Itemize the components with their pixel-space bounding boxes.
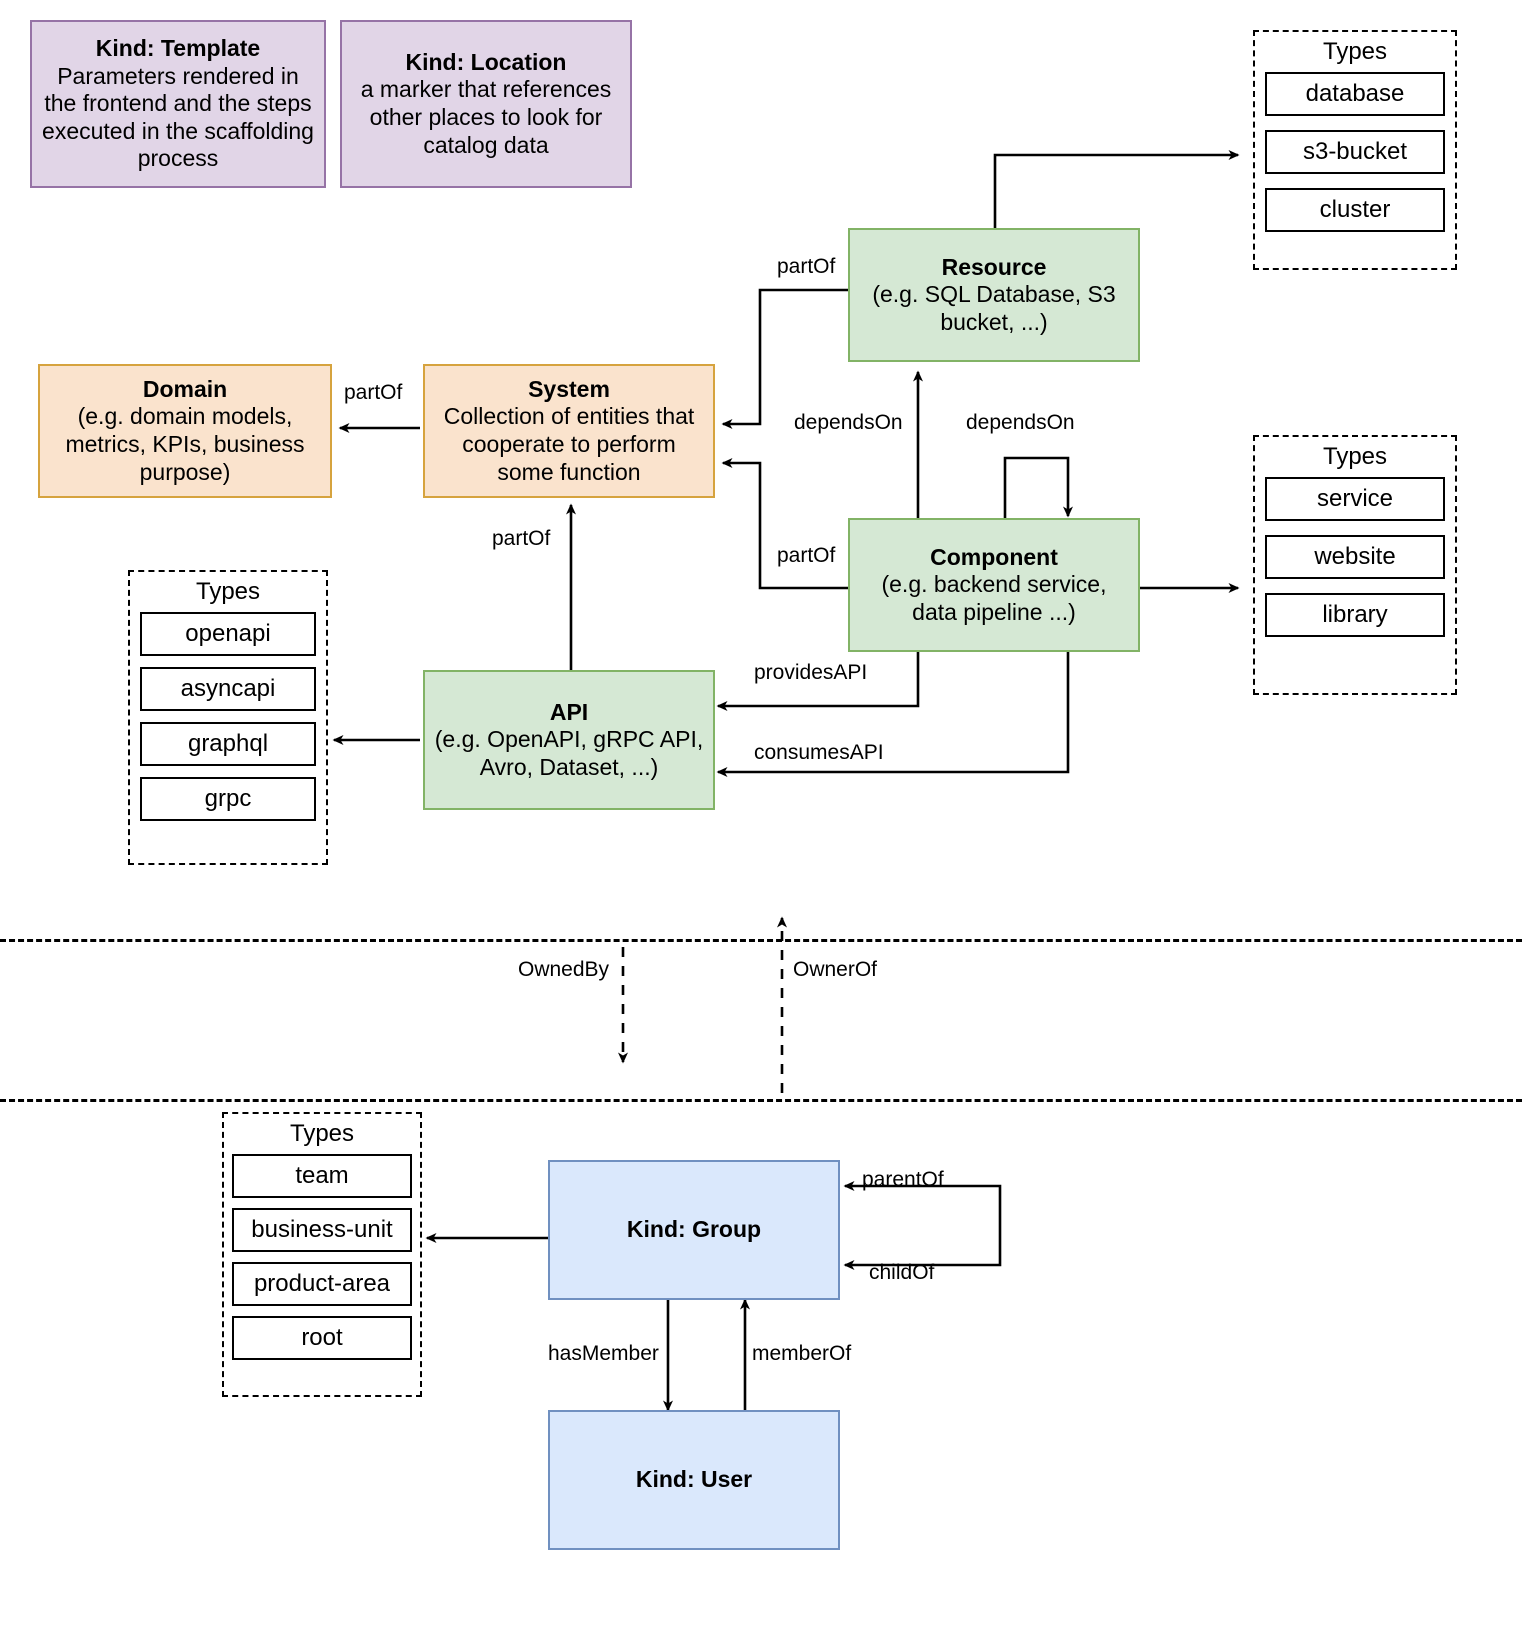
- node-component-desc: (e.g. backend service, data pipeline ...…: [881, 571, 1107, 625]
- typebox-component-list: service website library: [1255, 477, 1455, 647]
- swimlane-divider-top: [0, 939, 1522, 942]
- node-system-desc: Collection of entities that cooperate to…: [443, 403, 695, 485]
- node-kind-location-desc: a marker that references other places to…: [360, 76, 612, 158]
- node-kind-location-title: Kind: Location: [405, 48, 567, 75]
- typebox-resource-list: database s3-bucket cluster: [1255, 72, 1455, 242]
- typebox-group-list: team business-unit product-area root: [224, 1154, 420, 1368]
- edge-group-parentof: [843, 1181, 1002, 1232]
- edge-label-component-consumesapi: consumesAPI: [754, 741, 884, 764]
- edge-label-ownedby: OwnedBy: [518, 958, 610, 981]
- type-chip-business-unit[interactable]: business-unit: [232, 1208, 412, 1252]
- node-resource-title: Resource: [941, 253, 1047, 280]
- typebox-group-legend: Types: [289, 1120, 355, 1147]
- edge-label-component-partof-system: partOf: [777, 544, 836, 567]
- typebox-component-types: Types service website library: [1253, 435, 1457, 695]
- edge-label-component-dependson-resource: dependsOn: [794, 411, 903, 434]
- node-kind-location[interactable]: Kind: Location a marker that references …: [340, 20, 632, 188]
- node-kind-group[interactable]: Kind: Group: [548, 1160, 840, 1300]
- type-chip-grpc[interactable]: grpc: [140, 777, 316, 821]
- node-kind-template-desc: Parameters rendered in the frontend and …: [42, 62, 314, 172]
- node-kind-template[interactable]: Kind: Template Parameters rendered in th…: [30, 20, 326, 188]
- type-chip-product-area[interactable]: product-area: [232, 1262, 412, 1306]
- node-component[interactable]: Component (e.g. backend service, data pi…: [848, 518, 1140, 652]
- edge-component-partof-system: [721, 458, 848, 590]
- node-api[interactable]: API (e.g. OpenAPI, gRPC API, Avro, Datas…: [423, 670, 715, 810]
- type-chip-openapi[interactable]: openapi: [140, 612, 316, 656]
- type-chip-graphql[interactable]: graphql: [140, 722, 316, 766]
- typebox-component-legend: Types: [1322, 443, 1388, 470]
- node-resource-desc: (e.g. SQL Database, S3 bucket, ...): [872, 281, 1116, 335]
- edge-label-resource-partof-system: partOf: [777, 255, 836, 278]
- edge-label-user-memberof: memberOf: [752, 1342, 852, 1365]
- edge-component-dependson-component: [1003, 456, 1073, 518]
- node-system-title: System: [528, 375, 610, 402]
- type-chip-team[interactable]: team: [232, 1154, 412, 1198]
- edge-resource-to-types: [993, 150, 1240, 230]
- type-chip-asyncapi[interactable]: asyncapi: [140, 667, 316, 711]
- node-kind-user-title: Kind: User: [635, 1466, 753, 1493]
- node-system[interactable]: System Collection of entities that coope…: [423, 364, 715, 498]
- type-chip-library[interactable]: library: [1265, 593, 1445, 637]
- swimlane-divider-bottom: [0, 1099, 1522, 1102]
- typebox-api-list: openapi asyncapi graphql grpc: [130, 612, 326, 831]
- edge-label-api-partof-system: partOf: [492, 527, 551, 550]
- typebox-resource-types: Types database s3-bucket cluster: [1253, 30, 1457, 270]
- node-domain[interactable]: Domain (e.g. domain models, metrics, KPI…: [38, 364, 332, 498]
- node-kind-template-title: Kind: Template: [95, 35, 261, 62]
- typebox-resource-legend: Types: [1322, 38, 1388, 65]
- type-chip-root[interactable]: root: [232, 1316, 412, 1360]
- node-component-title: Component: [930, 543, 1058, 570]
- edge-label-system-partof-domain: partOf: [344, 381, 403, 404]
- type-chip-service[interactable]: service: [1265, 477, 1445, 521]
- node-domain-desc: (e.g. domain models, metrics, KPIs, busi…: [65, 403, 305, 485]
- edge-label-ownerof: OwnerOf: [793, 958, 878, 981]
- node-api-desc: (e.g. OpenAPI, gRPC API, Avro, Dataset, …: [434, 726, 704, 780]
- node-domain-title: Domain: [142, 375, 228, 402]
- type-chip-s3-bucket[interactable]: s3-bucket: [1265, 130, 1445, 174]
- edge-label-group-hasmember: hasMember: [548, 1342, 659, 1365]
- node-resource[interactable]: Resource (e.g. SQL Database, S3 bucket, …: [848, 228, 1140, 362]
- edge-resource-partof-system: [721, 288, 848, 429]
- type-chip-website[interactable]: website: [1265, 535, 1445, 579]
- typebox-api-legend: Types: [195, 578, 261, 605]
- edge-label-component-providesapi: providesAPI: [754, 661, 868, 684]
- node-kind-user[interactable]: Kind: User: [548, 1410, 840, 1550]
- edge-label-component-dependson-component: dependsOn: [966, 411, 1075, 434]
- typebox-group-types: Types team business-unit product-area ro…: [222, 1112, 422, 1397]
- type-chip-database[interactable]: database: [1265, 72, 1445, 116]
- edge-label-group-parentof: parentOf: [862, 1168, 944, 1191]
- node-kind-group-title: Kind: Group: [626, 1216, 762, 1243]
- type-chip-cluster[interactable]: cluster: [1265, 188, 1445, 232]
- node-api-title: API: [549, 698, 589, 725]
- edge-label-group-childof: childOf: [869, 1261, 935, 1284]
- typebox-api-types: Types openapi asyncapi graphql grpc: [128, 570, 328, 865]
